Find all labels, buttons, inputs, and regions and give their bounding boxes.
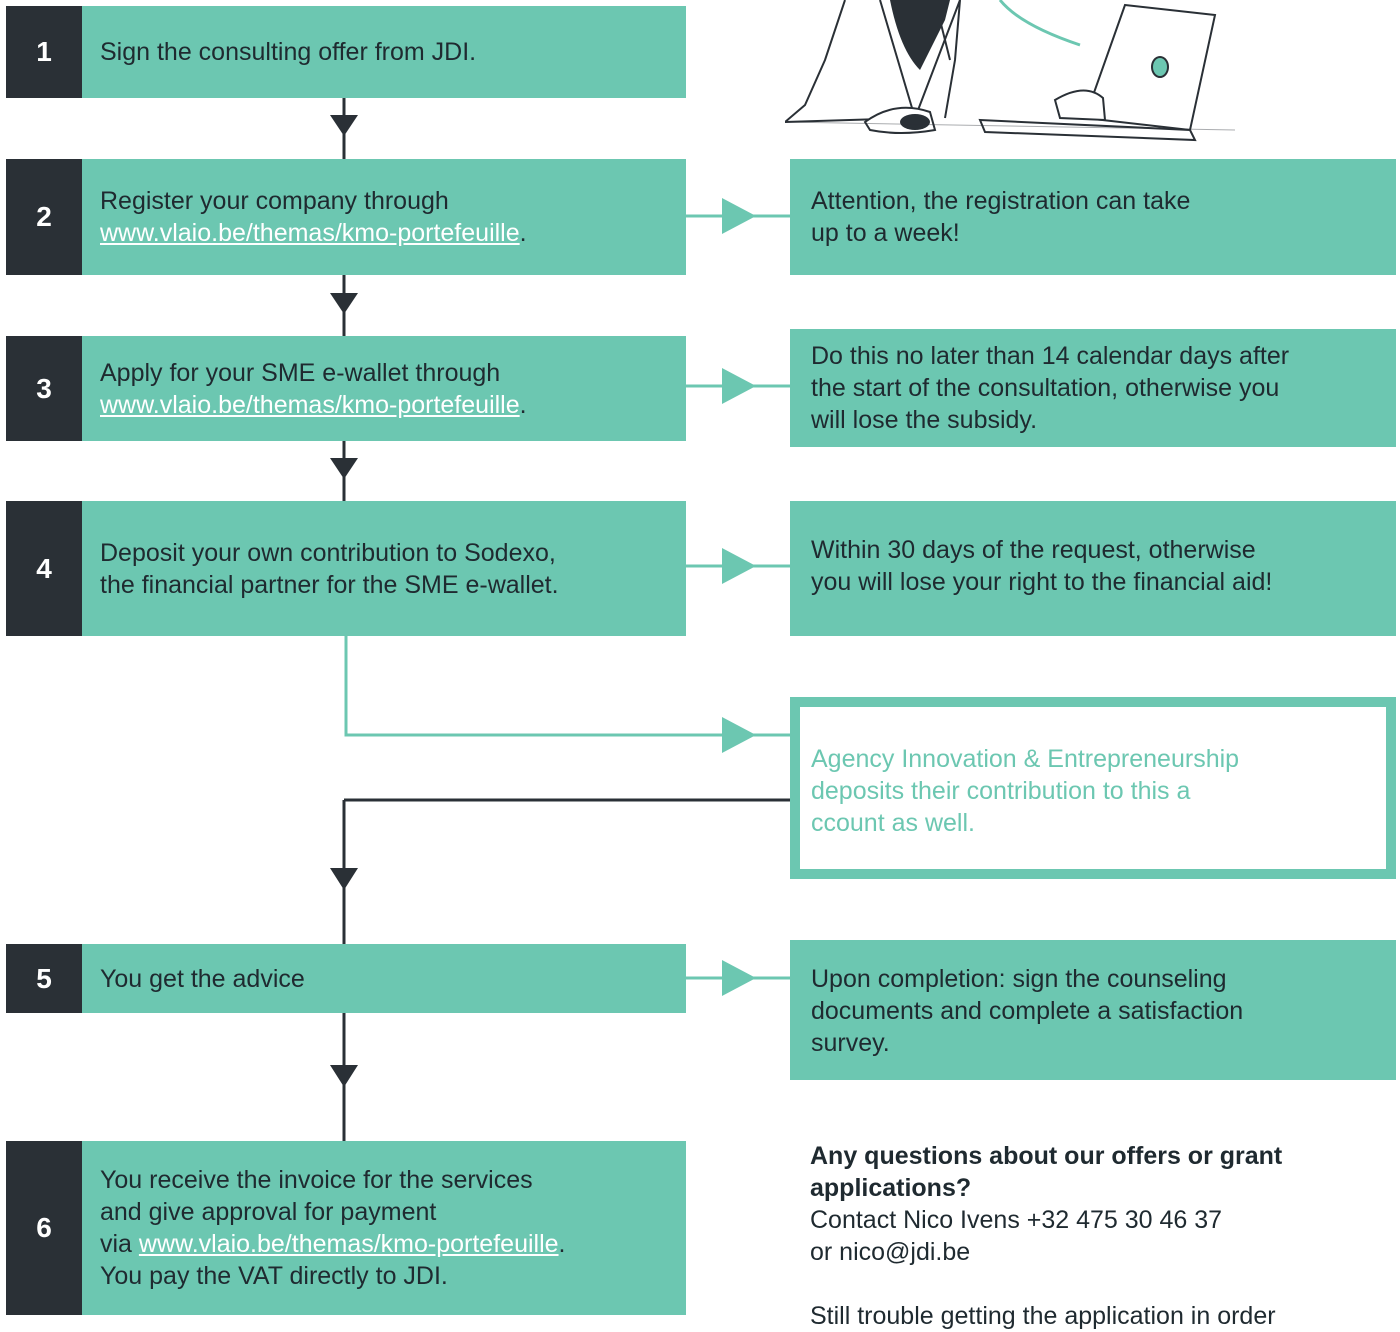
- step-number: 4: [6, 501, 82, 636]
- step-4-box: 4 Deposit your own contribution to Sodex…: [6, 501, 686, 636]
- arrow-down-1: [330, 115, 358, 136]
- arrow-right-1: [722, 198, 756, 234]
- arrow-down-2: [330, 293, 358, 314]
- step-3-box: 3 Apply for your SME e-wallet through ww…: [6, 336, 686, 441]
- note-text: Do this no later than 14 calendar days a…: [811, 342, 1290, 370]
- vlaio-link[interactable]: www.vlaio.be/themas/kmo-portefeuille: [138, 1230, 559, 1258]
- note-text: ccount as well.: [811, 809, 975, 837]
- person-at-laptop-illustration: [785, 0, 1236, 142]
- note-contribution-deadline: Within 30 days of the request, otherwise…: [790, 501, 1396, 636]
- arrow-right-2: [722, 368, 756, 404]
- vlaio-link[interactable]: www.vlaio.be/themas/kmo-portefeuille: [100, 219, 520, 247]
- step-text: and give approval for payment: [100, 1198, 437, 1226]
- step-number: 5: [6, 944, 82, 1013]
- step-number: 2: [6, 159, 82, 275]
- arrow-down-3: [330, 458, 358, 479]
- note-text: Attention, the registration can take: [811, 187, 1191, 215]
- note-text: Upon completion: sign the counseling: [811, 965, 1227, 993]
- step-text: You get the advice: [100, 964, 305, 993]
- step-number: 1: [6, 6, 82, 98]
- step-text: the financial partner for the SME e-wall…: [100, 570, 559, 599]
- arrow-right-5: [722, 960, 756, 996]
- note-text: will lose the subsidy.: [811, 406, 1038, 434]
- step-text: You receive the invoice for the services: [100, 1166, 533, 1194]
- note-text: Within 30 days of the request, otherwise: [811, 536, 1256, 564]
- contact-line: Contact Nico Ivens +32 475 30 46 37: [810, 1206, 1223, 1234]
- via-prefix: via: [100, 1230, 139, 1258]
- contact-heading: applications?: [810, 1174, 972, 1202]
- step-number: 6: [6, 1141, 82, 1315]
- contact-heading: Any questions about our offers or grant: [810, 1142, 1283, 1170]
- note-text: Agency Innovation & Entrepreneurship: [811, 745, 1240, 773]
- contact-email[interactable]: or nico@jdi.be: [810, 1238, 971, 1266]
- note-text: deposits their contribution to this a: [811, 777, 1191, 805]
- note-completion: Upon completion: sign the counseling doc…: [790, 940, 1396, 1080]
- arrow-right-3: [722, 548, 756, 584]
- vlaio-link[interactable]: www.vlaio.be/themas/kmo-portefeuille: [100, 390, 520, 419]
- note-text: survey.: [811, 1029, 890, 1057]
- step-text: Deposit your own contribution to Sodexo,: [100, 538, 556, 567]
- step-2-box: 2 Register your company through www.vlai…: [6, 159, 686, 275]
- note-subsidy-deadline: Do this no later than 14 calendar days a…: [790, 329, 1396, 447]
- note-registration-time: Attention, the registration can take up …: [790, 159, 1396, 275]
- note-text: the start of the consultation, otherwise…: [811, 374, 1280, 402]
- note-agency-contribution: Agency Innovation & Entrepreneurship dep…: [790, 697, 1396, 879]
- note-text: up to a week!: [811, 219, 960, 247]
- contact-section: Any questions about our offers or grant …: [810, 1140, 1370, 1332]
- link-suffix: .: [519, 390, 527, 419]
- link-suffix: .: [558, 1230, 566, 1258]
- note-text: you will lose your right to the financia…: [811, 568, 1273, 596]
- step-text: Register your company through: [100, 187, 449, 215]
- step-5-box: 5 You get the advice: [6, 944, 686, 1013]
- step-text: Apply for your SME e-wallet through: [100, 358, 501, 387]
- step-1-box: 1 Sign the consulting offer from JDI.: [6, 6, 686, 98]
- step-text: You pay the VAT directly to JDI.: [100, 1262, 448, 1290]
- note-text: documents and complete a satisfaction: [811, 997, 1244, 1025]
- step-6-box: 6 You receive the invoice for the servic…: [6, 1141, 686, 1315]
- step-number: 3: [6, 336, 82, 441]
- arrow-down-4: [330, 868, 358, 890]
- arrow-down-5: [330, 1065, 358, 1087]
- contact-trailing-text: Still trouble getting the application in…: [810, 1302, 1276, 1330]
- arrow-right-4: [722, 717, 756, 753]
- link-suffix: .: [519, 219, 527, 247]
- step-text: Sign the consulting offer from JDI.: [100, 38, 477, 66]
